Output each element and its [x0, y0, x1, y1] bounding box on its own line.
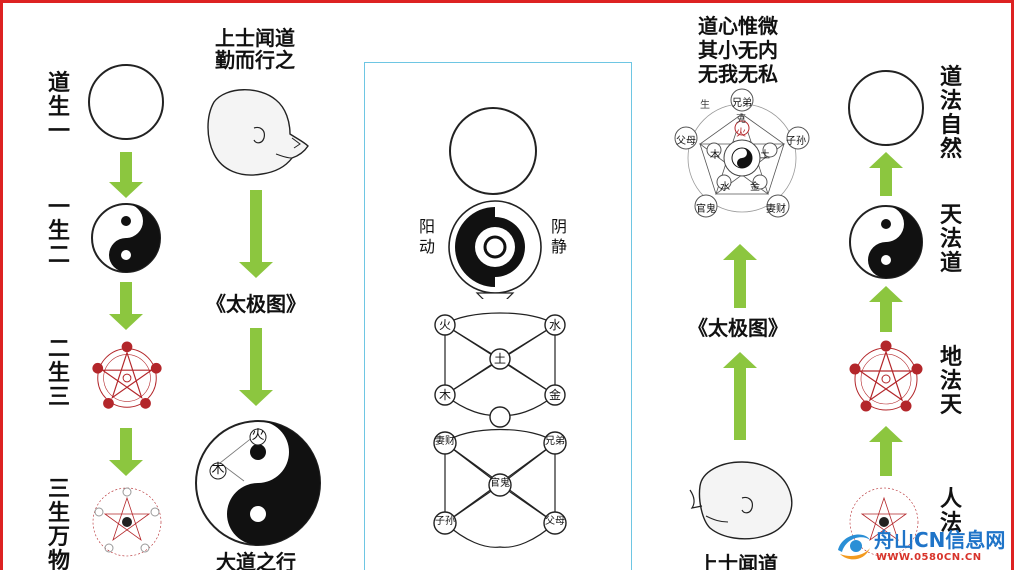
node-official-ghost: 官鬼: [490, 478, 510, 489]
bottom-caption-right: 上士闻道: [698, 552, 778, 570]
wheel-water: 水: [720, 182, 730, 193]
big-taiji-icon: [195, 420, 321, 546]
yin-yang-rings-icon: [448, 200, 542, 299]
quote-right-line-3: 无我无私: [698, 62, 778, 86]
taiji-diagram-title-right: 《太极图》: [688, 316, 788, 340]
six-relations-wheel-icon: [92, 487, 162, 557]
node-wood: 木: [438, 388, 451, 402]
quote-line-1: 上士闻道: [215, 26, 295, 50]
label-dao-fa-ziran: 道法自然: [939, 65, 962, 162]
wheel-earth: 土: [760, 150, 770, 161]
taiji-diagram-title-left: 《太极图》: [206, 292, 306, 316]
label-ren-fa: 人法: [939, 487, 962, 536]
node-fire: 火: [438, 318, 451, 332]
five-elements-network: [434, 312, 566, 428]
wheel-wife-wealth: 妻财: [766, 204, 786, 215]
arrow-up-2: [868, 286, 904, 332]
six-relations-network: [433, 428, 567, 548]
quote-right-line-2: 其小无内: [698, 38, 778, 62]
quote-right-line-1: 道心惟微: [698, 14, 778, 38]
wheel-sheng: 生: [700, 100, 710, 111]
wheel-metal: 金: [750, 182, 760, 193]
taiji-element-fire: 火: [251, 428, 265, 443]
wheel-official-ghost: 官鬼: [696, 204, 716, 215]
yin-yang-icon-right: [849, 205, 923, 279]
label-san-sheng-wanwu: 三生万物: [47, 477, 70, 570]
label-tian-fa-dao: 天法道: [939, 203, 962, 276]
center-wuji-circle: [449, 107, 537, 195]
node-metal: 金: [548, 388, 561, 402]
five-elements-wheel-icon-right: [849, 340, 923, 412]
wheel-children: 子孙: [786, 136, 806, 147]
arrow-down-mid-2: [238, 328, 274, 406]
quote-line-2: 勤而行之: [215, 48, 295, 72]
empty-circle-right: [848, 70, 924, 146]
label-dao-sheng-yi: 道生一: [47, 71, 70, 144]
arrow-up-mid-1: [722, 244, 758, 308]
node-children: 子孙: [435, 516, 455, 527]
arrow-down-1: [108, 152, 144, 198]
six-relations-wheel-icon-right: [849, 487, 919, 557]
label-er-sheng-san: 二生三: [47, 337, 70, 410]
node-parents: 父母: [545, 516, 565, 527]
arrow-up-1: [868, 152, 904, 196]
six-relations-wheel-large: [674, 88, 810, 218]
watermark-url: WWW.0580CN.CN: [876, 552, 982, 563]
site-watermark: 舟山CN信息网 WWW.0580CN.CN: [832, 522, 1014, 570]
node-brothers: 兄弟: [545, 436, 565, 447]
label-yang-dong: 阳动: [419, 217, 436, 256]
arrow-up-3: [868, 426, 904, 476]
node-wife-wealth: 妻财: [435, 436, 455, 447]
empty-circle-wuji: [88, 64, 164, 140]
label-yi-sheng-er: 一生二: [47, 195, 70, 268]
watermark-title: 舟山CN信息网: [874, 528, 1006, 552]
arrow-down-mid-1: [238, 190, 274, 278]
meditating-head-icon: [207, 89, 309, 176]
wheel-ke: 克: [736, 114, 746, 125]
left-border: [0, 0, 3, 570]
watermark-logo-icon: [838, 534, 870, 560]
arrow-down-3: [108, 428, 144, 476]
taiji-diagram-box: 阳动 阴静 火 水 土 木 金: [364, 62, 632, 570]
five-elements-wheel-icon: [92, 341, 162, 409]
node-water: 水: [548, 318, 561, 332]
taiji-element-wood: 木: [211, 462, 225, 477]
arrow-up-mid-2: [722, 352, 758, 440]
lying-head-icon: [689, 461, 793, 540]
wheel-parents: 父母: [676, 136, 696, 147]
wheel-fire: 火: [736, 128, 746, 139]
label-yin-jing: 阴静: [551, 217, 568, 256]
bottom-caption-left: 大道之行: [216, 550, 296, 570]
wheel-brothers: 兄弟: [732, 98, 752, 109]
wheel-wood: 木: [710, 150, 720, 161]
yin-yang-icon: [91, 203, 161, 273]
node-earth: 土: [493, 352, 506, 366]
arrow-down-2: [108, 282, 144, 330]
label-di-fa-tian: 地法天: [939, 345, 962, 418]
